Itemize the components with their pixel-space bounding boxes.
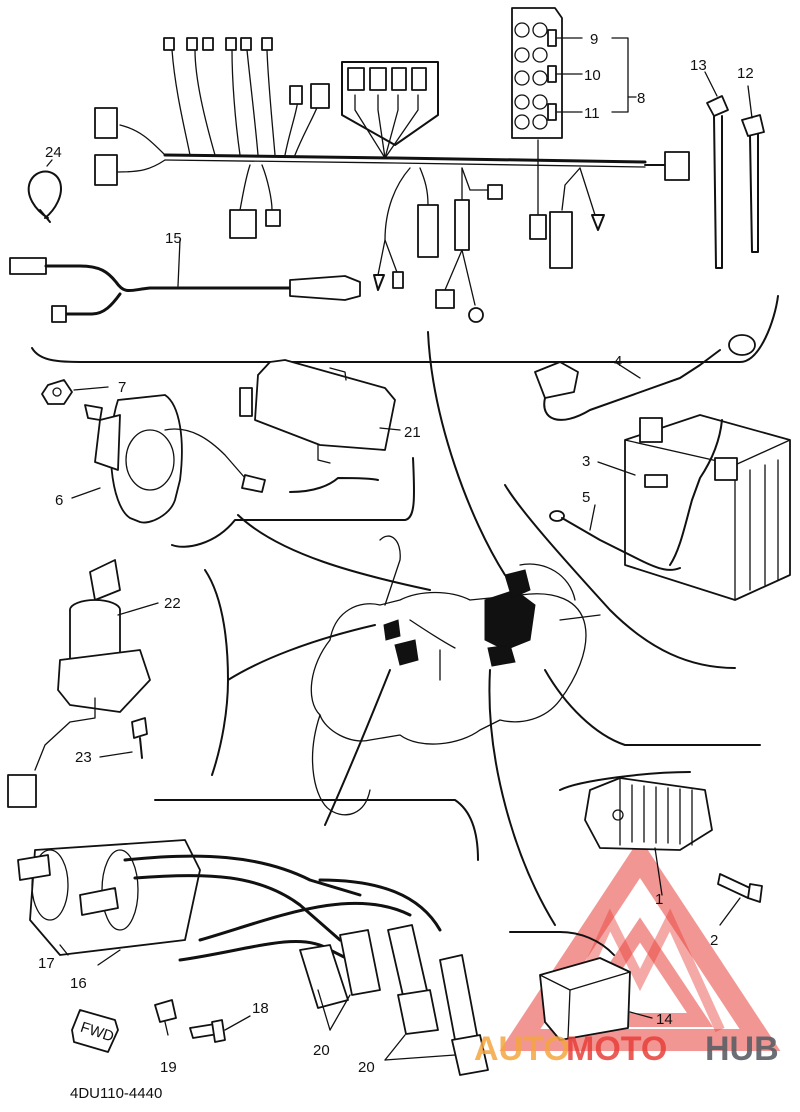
callout-labels: 9 10 11 8 13 12 24 15 7 4 21 3 6 5 22 23…: [38, 31, 754, 1102]
callout-8: 8: [637, 90, 645, 107]
screw: [99, 717, 148, 759]
callout-23: 23: [75, 749, 92, 766]
rectifier-regulator: [584, 777, 763, 926]
callout-7: 7: [118, 379, 126, 396]
watermark-hub: HUB: [705, 1030, 779, 1068]
main-switch: [7, 559, 159, 808]
callout-22: 22: [164, 595, 181, 612]
callout-21: 21: [404, 424, 421, 441]
cdi-unit: [239, 359, 401, 464]
bracket-and-bolt: [154, 999, 251, 1043]
wire-harness: [117, 49, 666, 306]
horn-assembly: [71, 394, 266, 524]
callout-10: 10: [584, 67, 601, 84]
callout-4: 4: [614, 353, 622, 370]
cable-ties: [704, 71, 765, 269]
nut: [41, 379, 109, 405]
section-dividers: [31, 295, 779, 956]
callout-14: 14: [656, 1011, 673, 1028]
ignition-coils: [17, 839, 489, 1076]
fuse-box: [511, 7, 637, 139]
callout-16: 16: [70, 975, 87, 992]
wire-clip: [27, 159, 62, 223]
battery-positive-lead: [549, 504, 681, 571]
callout-12: 12: [737, 65, 754, 82]
watermark-text: AUTO MOTO HUB: [474, 1030, 779, 1068]
callout-1: 1: [655, 891, 663, 908]
callout-15: 15: [165, 230, 182, 247]
watermark-triangle-outer: [499, 838, 781, 1051]
relay: [539, 957, 653, 1041]
top-connectors: [94, 37, 690, 323]
callout-13: 13: [690, 57, 707, 74]
callout-5: 5: [582, 489, 590, 506]
callout-17: 17: [38, 955, 55, 972]
motorcycle-outline: [310, 535, 601, 816]
callout-2: 2: [710, 932, 718, 949]
callout-18: 18: [252, 1000, 269, 1017]
callout-9: 9: [590, 31, 598, 48]
battery-negative-lead: [534, 334, 756, 421]
watermark-auto: AUTO: [474, 1030, 570, 1068]
battery: [597, 414, 791, 601]
callout-20-b: 20: [358, 1059, 375, 1076]
callout-20-a: 20: [313, 1042, 330, 1059]
callout-3: 3: [582, 453, 590, 470]
sub-harness: [9, 239, 361, 323]
callout-6: 6: [55, 492, 63, 509]
callout-11: 11: [584, 105, 600, 122]
watermark-m-shape: [555, 908, 725, 1033]
part-code: 4DU110-4440: [70, 1085, 162, 1102]
fwd-arrow: FWD: [71, 1009, 119, 1053]
watermark-moto: MOTO: [566, 1030, 667, 1068]
callout-19: 19: [160, 1059, 177, 1076]
callout-24: 24: [45, 144, 62, 161]
